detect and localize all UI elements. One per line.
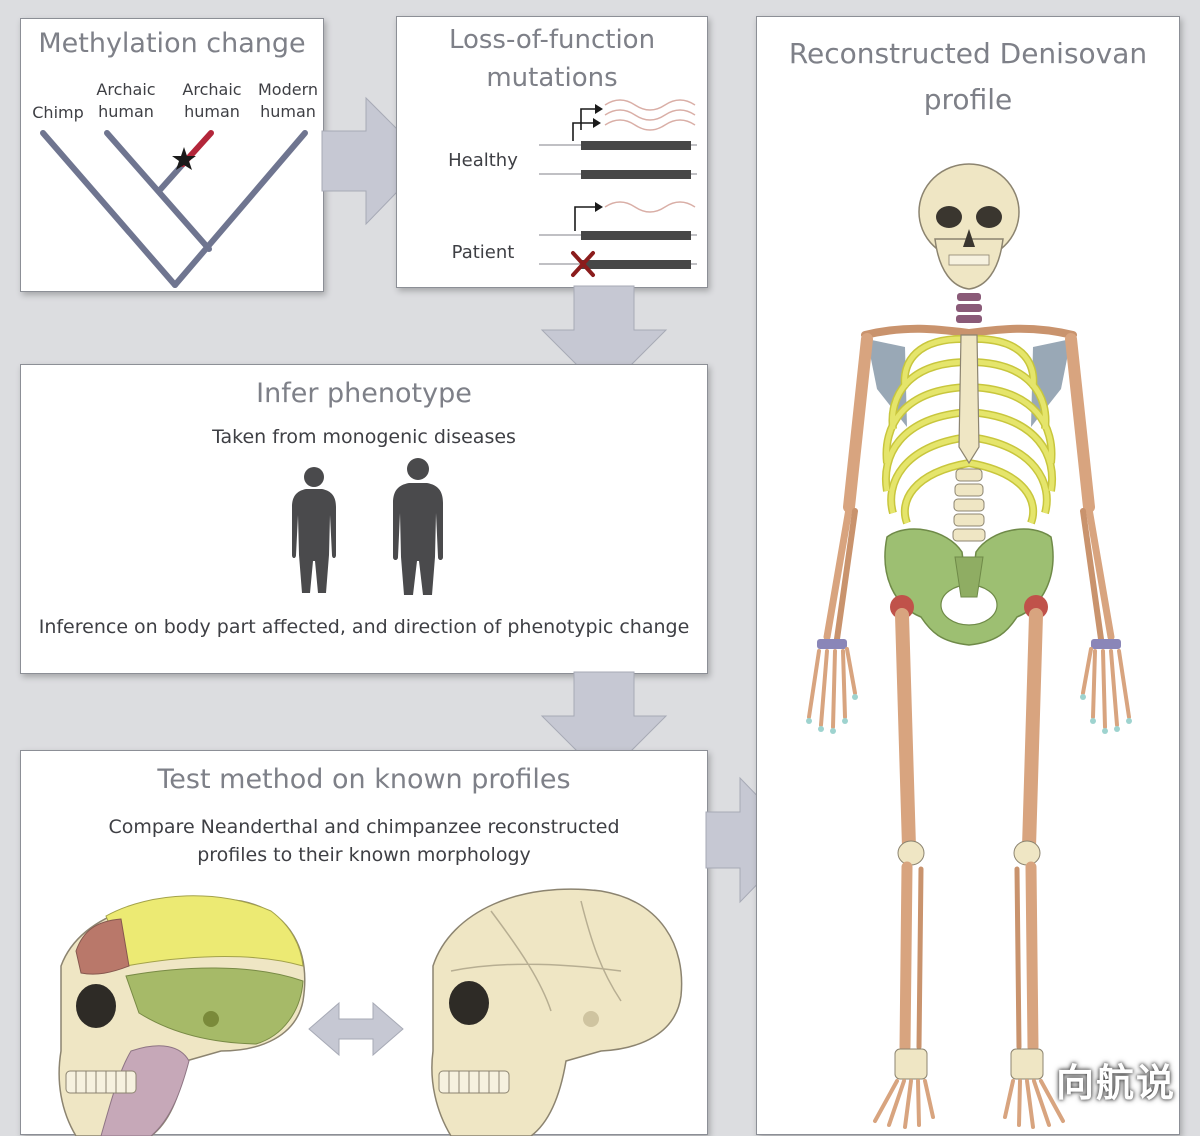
denisovan-title: Reconstructed Denisovan profile [788, 37, 1148, 116]
chimpanzee-skull-icon [431, 888, 683, 1136]
arrow-down-2 [540, 671, 668, 779]
infer-subtitle: Taken from monogenic diseases [212, 426, 516, 448]
methylation-panel: Methylation change Chimp Archaic human A… [20, 18, 324, 292]
label-modern-human: Modern human [257, 80, 319, 121]
test-subtitle: Compare Neanderthal and chimpanzee recon… [108, 816, 620, 866]
label-chimp: Chimp [32, 103, 84, 122]
human-silhouette-small-icon [292, 467, 336, 593]
patient-label: Patient [451, 242, 515, 263]
arrow-down-1 [540, 285, 668, 393]
human-silhouettes [292, 458, 443, 595]
skull-comparison [58, 888, 683, 1136]
denisovan-panel: Reconstructed Denisovan profile [756, 16, 1180, 1135]
gene-diagram [539, 99, 697, 277]
skeleton-diagram [806, 163, 1132, 1129]
test-title: Test method on known profiles [157, 764, 571, 795]
x-icon [571, 251, 595, 277]
star-icon [172, 147, 196, 170]
human-silhouette-large-icon [393, 458, 443, 595]
infer-title: Infer phenotype [256, 378, 472, 409]
label-archaic-human-1: Archaic human [96, 80, 156, 121]
lof-panel: Loss-of-function mutations Healthy Patie… [396, 16, 708, 288]
lof-title: Loss-of-function mutations [448, 25, 656, 93]
double-arrow-icon [308, 1001, 404, 1057]
phylogenetic-tree [40, 130, 308, 288]
label-archaic-human-2: Archaic human [182, 80, 242, 121]
infer-panel: Infer phenotype Taken from monogenic dis… [20, 364, 708, 674]
watermark-text: 向航说 [1055, 1061, 1176, 1105]
infer-caption: Inference on body part affected, and dir… [38, 616, 690, 638]
methylation-title: Methylation change [38, 28, 306, 59]
skeleton-icon [806, 163, 1132, 1129]
healthy-label: Healthy [448, 150, 518, 171]
neanderthal-skull-icon [58, 895, 306, 1136]
test-panel: Test method on known profiles Compare Ne… [20, 750, 708, 1136]
